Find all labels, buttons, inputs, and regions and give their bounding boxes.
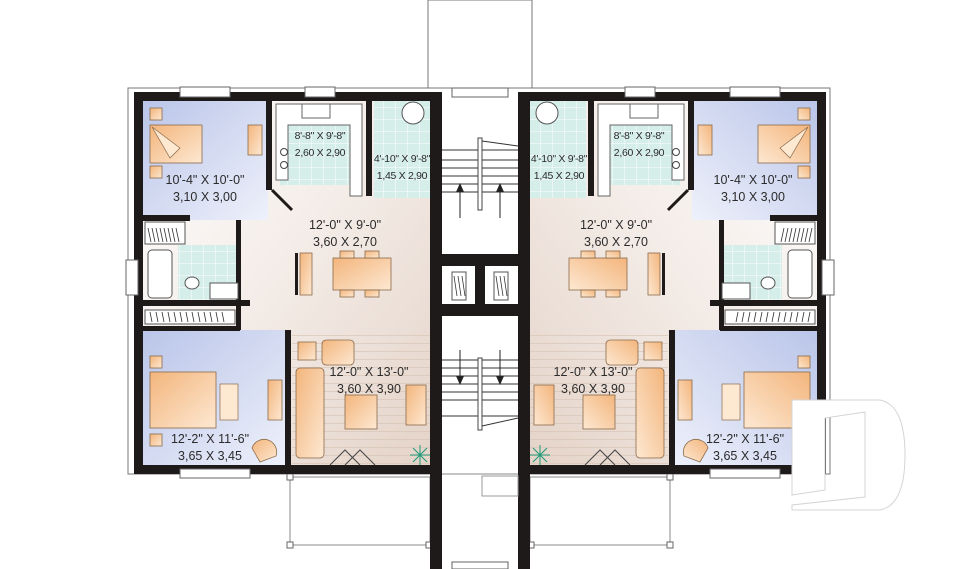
room-label-bedroom-1-metric: 3,10 X 3,00 bbox=[721, 190, 785, 204]
room-label-dining-imperial: 12'-0" X 9'-0" bbox=[309, 218, 381, 232]
room-label-bedroom-1-imperial: 10'-4" X 10'-0" bbox=[166, 173, 245, 187]
bed bbox=[149, 124, 203, 164]
central-stairwell bbox=[430, 87, 530, 569]
arrow-down-icon bbox=[456, 350, 504, 385]
sofa bbox=[295, 367, 325, 459]
room-label-bathroom-metric: 1,45 X 2,90 bbox=[377, 170, 428, 182]
front-porch-right bbox=[527, 473, 674, 549]
rear-entry-canopy bbox=[427, 0, 533, 89]
stair-down bbox=[442, 350, 519, 431]
room-label-living-metric: 3,60 X 3,90 bbox=[561, 382, 625, 396]
room-label-kitchen-imperial: 8'-8" X 9'-8" bbox=[614, 130, 665, 142]
room-label-dining-metric: 3,60 X 2,70 bbox=[313, 235, 377, 249]
room-label-bathroom-metric: 1,45 X 2,90 bbox=[534, 170, 585, 182]
room-label-dining-metric: 3,60 X 2,70 bbox=[584, 235, 648, 249]
room-label-bedroom-1-imperial: 10'-4" X 10'-0" bbox=[714, 173, 793, 187]
room-label-living-metric: 3,60 X 3,90 bbox=[337, 382, 401, 396]
room-label-bedroom-2-imperial: 12'-2" X 11'-6" bbox=[706, 432, 784, 446]
room-label-kitchen-metric: 2,60 X 2,90 bbox=[614, 147, 665, 159]
room-label-dining-imperial: 12'-0" X 9'-0" bbox=[580, 218, 652, 232]
room-label-bedroom-2-imperial: 12'-2" X 11'-6" bbox=[171, 432, 249, 446]
room-label-kitchen-metric: 2,60 X 2,90 bbox=[295, 147, 346, 159]
bed bbox=[149, 371, 217, 429]
right-unit bbox=[521, 86, 835, 479]
kitchen-floor bbox=[280, 125, 358, 185]
stair-up bbox=[442, 137, 519, 218]
room-label-living-imperial: 12'-0" X 13'-0" bbox=[330, 365, 409, 379]
room-label-bathroom-imperial: 4'-10" X 9'-8" bbox=[531, 153, 588, 165]
left-unit-labels: 10'-4" X 10'-0" 3,10 X 3,00 8'-8" X 9'-8… bbox=[166, 130, 432, 463]
left-unit bbox=[125, 86, 439, 479]
room-label-living-imperial: 12'-0" X 13'-0" bbox=[554, 365, 633, 379]
front-porch-left bbox=[286, 473, 433, 549]
room-label-bedroom-1-metric: 3,10 X 3,00 bbox=[173, 190, 237, 204]
dining-table bbox=[332, 257, 392, 291]
room-label-kitchen-imperial: 8'-8" X 9'-8" bbox=[295, 130, 346, 142]
arrow-up-icon bbox=[456, 183, 504, 218]
room-label-bedroom-2-metric: 3,65 X 3,45 bbox=[713, 449, 777, 463]
right-unit-labels: 10'-4" X 10'-0" 3,10 X 3,00 8'-8" X 9'-8… bbox=[531, 130, 793, 463]
room-label-bathroom-imperial: 4'-10" X 9'-8" bbox=[374, 153, 431, 165]
plant-icon bbox=[410, 445, 430, 465]
watermark-logo bbox=[791, 399, 906, 511]
room-label-bedroom-2-metric: 3,65 X 3,45 bbox=[178, 449, 242, 463]
